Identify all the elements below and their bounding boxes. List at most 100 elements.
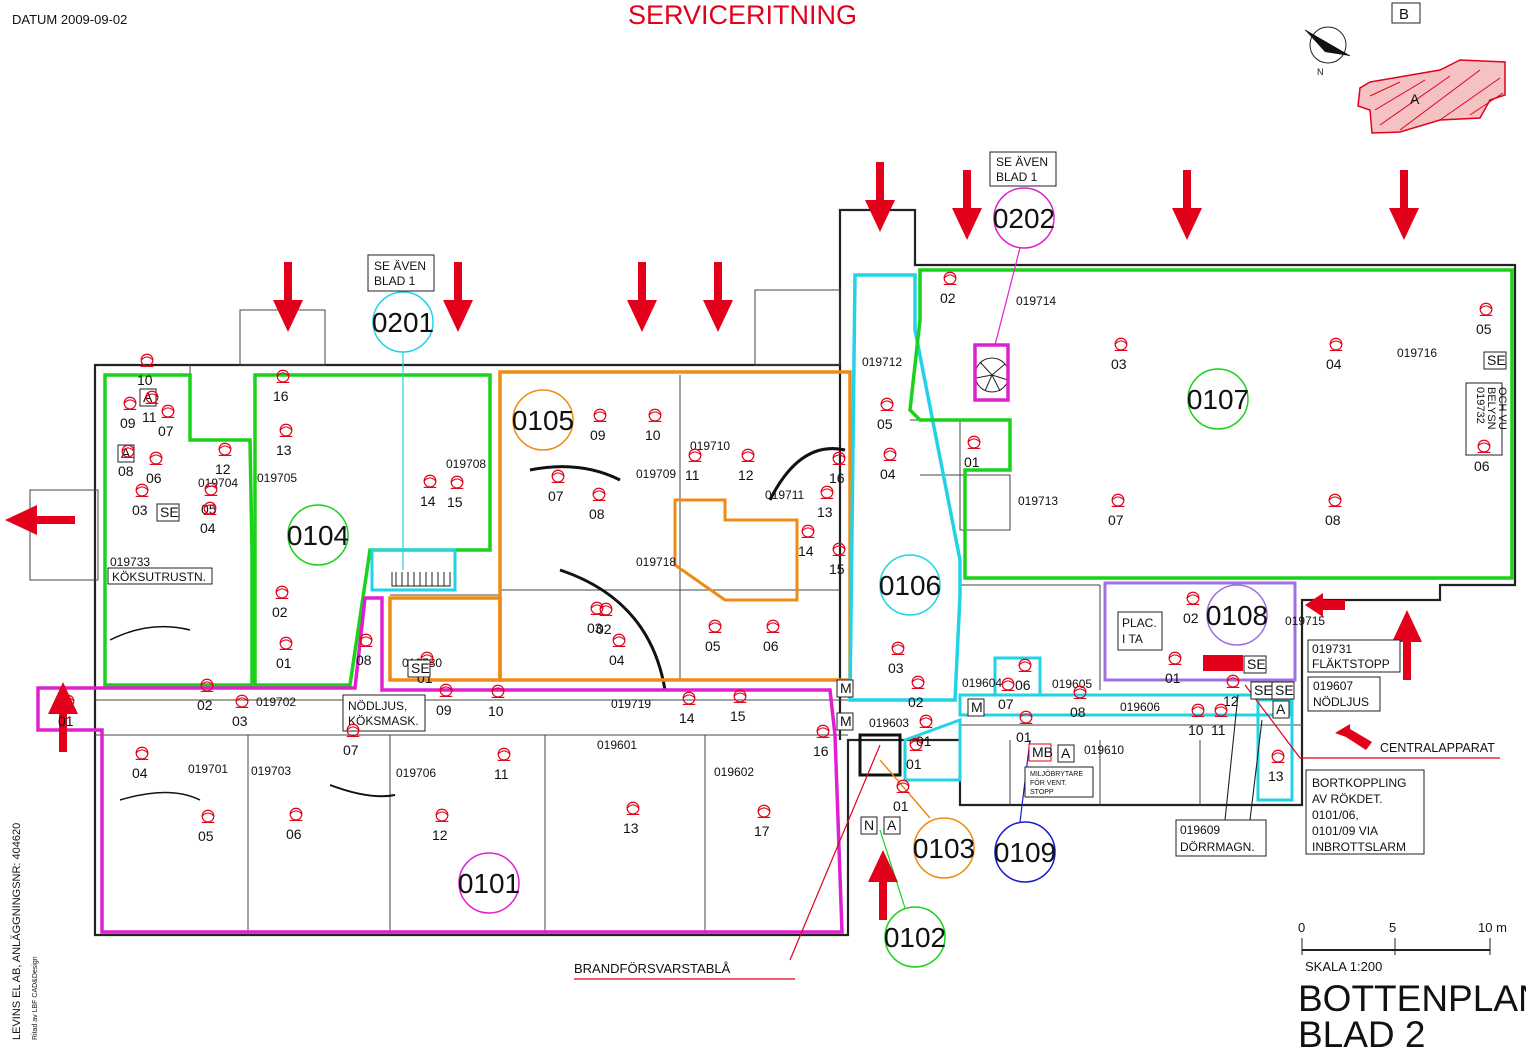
device-label: 13 [1268,749,1285,784]
entrance-arrow-icon [865,162,895,232]
smoke-detector-icon [626,801,640,815]
entrance-arrow-icon [443,262,473,332]
smoke-detector-icon [279,636,293,650]
sheet-ref: B [1399,6,1409,23]
zone-0109[interactable]: 0109 [994,821,1056,883]
device-label: 10 [137,353,154,388]
device-label: 12 [432,808,449,843]
zone-0201[interactable]: 0201 [372,291,434,353]
svg-text:12: 12 [738,467,754,483]
svg-text:10: 10 [645,427,661,443]
building-key: A [1357,59,1506,134]
svg-text:15: 15 [447,494,463,510]
svg-text:BORTKOPPLING: BORTKOPPLING [1312,776,1406,790]
smoke-detector-icon [891,641,905,655]
svg-text:07: 07 [998,696,1014,712]
svg-text:04: 04 [132,765,148,781]
note-nodljus-koks: NÖDLJUS, KÖKSMASK. [342,694,426,732]
device-label: 14 [420,474,437,509]
device-label: 08 [356,633,373,668]
svg-text:01: 01 [58,713,74,729]
device-label: 04 [132,746,149,781]
svg-text:02: 02 [940,290,956,306]
smoke-detector-icon [943,271,957,285]
svg-text:019712: 019712 [862,355,902,369]
note-brandforsvarstabla: BRANDFÖRSVARSTABLÅ [574,961,795,980]
svg-text:11: 11 [685,467,700,483]
device-label: 04 [1326,337,1343,372]
svg-text:13: 13 [817,504,833,520]
entrance-arrow-icon [1335,724,1372,750]
device-symbol: SE [407,659,431,678]
svg-text:11: 11 [494,766,509,782]
smoke-detector-icon [1001,677,1015,691]
device-label: 05 [1476,302,1493,337]
device-label: 11 [494,747,511,782]
note-koksutrustn: KÖKSUTRUSTN. [107,567,213,585]
svg-text:08: 08 [589,506,605,522]
device-label: 16 [273,369,290,404]
svg-text:10: 10 [137,372,153,388]
device-label: 11 [142,390,159,425]
device-label: 019601 [597,738,637,752]
device-label: 019712 [862,355,902,369]
smoke-detector-icon [592,487,606,501]
svg-text:04: 04 [880,466,896,482]
device-label: 019718 [636,555,676,569]
svg-text:5: 5 [1389,920,1396,935]
device-label: 02 [908,675,925,710]
device-label: 019706 [396,766,436,780]
smoke-detector-icon [648,408,662,422]
svg-text:12: 12 [1223,693,1239,709]
svg-text:11: 11 [1211,722,1226,738]
zone-0202[interactable]: 0202 [993,187,1055,249]
svg-text:OCH VU: OCH VU [1496,387,1508,430]
zone-0106[interactable]: 0106 [879,554,941,616]
svg-text:DÖRRMAGN.: DÖRRMAGN. [1180,840,1255,854]
zone-0105[interactable]: 0105 [512,389,574,451]
device-label: 03 [232,694,249,729]
device-label: 03 [132,483,149,518]
svg-text:02: 02 [596,621,612,637]
svg-text:01: 01 [906,756,922,772]
zone-0107[interactable]: 0107 [1187,368,1249,430]
zone-0103[interactable]: 0103 [913,817,975,879]
device-label: 01 [58,694,75,729]
svg-text:A: A [1276,701,1286,717]
zone-0102[interactable]: 0102 [884,906,946,968]
svg-text:I TA: I TA [1122,632,1143,646]
svg-text:06: 06 [1474,458,1490,474]
smoke-detector-icon [1111,493,1125,507]
svg-text:SE ÄVEN: SE ÄVEN [996,155,1048,169]
smoke-detector-icon [1479,302,1493,316]
device-symbol: A [139,388,157,407]
smoke-detector-icon [741,448,755,462]
zone-0104[interactable]: 0104 [287,504,349,566]
svg-text:03: 03 [587,620,603,636]
device-label: 14 [798,524,815,559]
svg-text:03: 03 [132,502,148,518]
svg-text:BLAD 1: BLAD 1 [374,274,416,288]
device-label: 019702 [256,695,296,709]
svg-text:01: 01 [1165,670,1181,686]
svg-text:SE: SE [1247,656,1266,672]
zone-0101[interactable]: 0101 [458,852,520,914]
smoke-detector-icon [911,675,925,689]
svg-text:15: 15 [730,708,746,724]
svg-text:09: 09 [590,427,606,443]
smoke-detector-icon [1271,749,1285,763]
note-plac-ita: PLAC. I TA [1117,611,1163,651]
device-label: 12 [1223,674,1240,709]
datum-label: DATUM 2009-09-02 [12,12,127,27]
svg-text:12: 12 [432,827,448,843]
device-label: 07 [548,469,565,504]
svg-text:0101/09 VIA: 0101/09 VIA [1312,824,1378,838]
svg-text:STOPP: STOPP [1030,789,1054,796]
smoke-detector-icon [218,442,232,456]
smoke-detector-icon [801,524,815,538]
zone-0108[interactable]: 0108 [1206,584,1268,646]
svg-text:06: 06 [146,470,162,486]
svg-text:14: 14 [798,543,814,559]
svg-text:08: 08 [1325,512,1341,528]
svg-text:0108: 0108 [1206,600,1268,631]
